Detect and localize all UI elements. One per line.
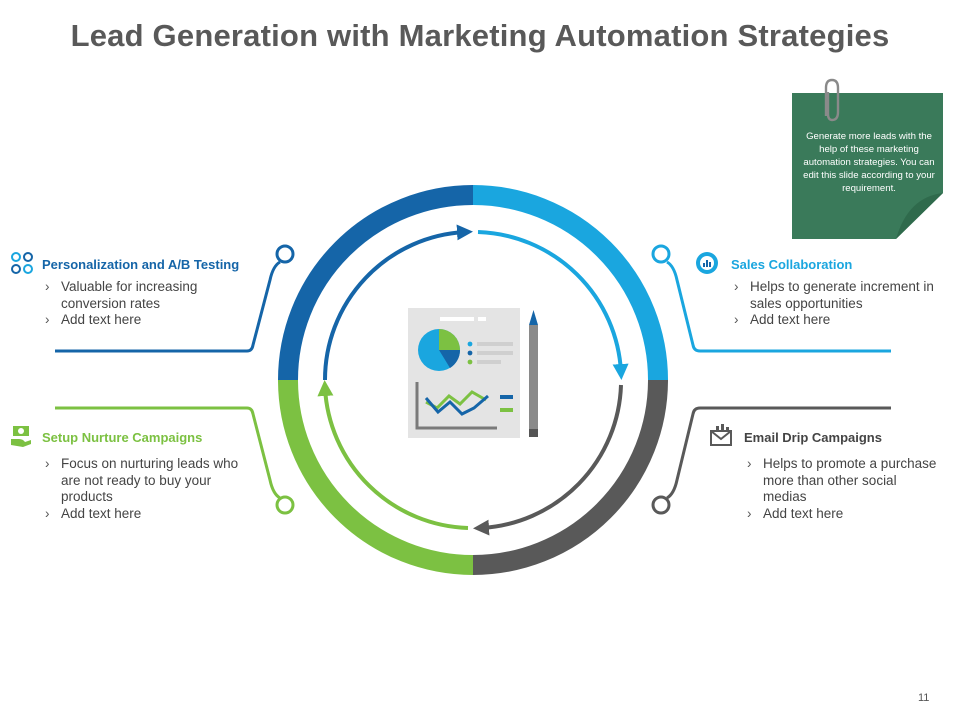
inner-arrow-blue xyxy=(322,224,473,381)
inner-arrow-green xyxy=(317,380,469,530)
connector-node-gray xyxy=(651,495,671,515)
report-pencil-icon xyxy=(408,308,538,438)
bullet-item: Helps to generate increment in sales opp… xyxy=(731,279,936,312)
bullets-personalization: Valuable for increasing conversion rates… xyxy=(42,279,242,329)
bullets-nurture-campaigns: Focus on nurturing leads who are not rea… xyxy=(42,456,242,522)
bullet-item: Focus on nurturing leads who are not rea… xyxy=(42,456,242,506)
ring-segment-green xyxy=(278,379,474,575)
inner-arrow-sky xyxy=(477,230,629,380)
inner-arrow-gray xyxy=(473,384,623,536)
connector-gray xyxy=(666,406,891,500)
bullet-item: Add text here xyxy=(744,506,939,523)
gears-icon xyxy=(11,252,33,274)
bullets-email-drip: Helps to promote a purchase more than ot… xyxy=(744,456,939,522)
bullet-item: Add text here xyxy=(42,312,242,329)
bullet-item: Helps to promote a purchase more than ot… xyxy=(744,456,939,506)
ring-segment-blue xyxy=(278,185,474,381)
page-number: 11 xyxy=(918,692,930,704)
heading-nurture-campaigns: Setup Nurture Campaigns xyxy=(42,430,203,445)
sticky-note xyxy=(792,93,943,239)
paperclip-icon xyxy=(824,78,840,122)
connector-node-blue xyxy=(275,244,295,264)
chart-badge-icon xyxy=(696,252,718,274)
connector-node-sky xyxy=(651,244,671,264)
bullet-item: Add text here xyxy=(731,312,936,329)
bullet-item: Add text here xyxy=(42,506,242,523)
slide-title: Lead Generation with Marketing Automatio… xyxy=(70,18,890,53)
ring-segment-sky xyxy=(472,185,668,381)
sticky-note-text: Generate more leads with the help of the… xyxy=(803,131,935,194)
connector-green xyxy=(55,406,281,500)
heading-sales-collaboration: Sales Collaboration xyxy=(731,257,853,272)
bullets-sales-collaboration: Helps to generate increment in sales opp… xyxy=(731,279,936,329)
heading-email-drip: Email Drip Campaigns xyxy=(744,430,882,445)
money-hand-icon xyxy=(11,426,31,447)
connector-sky xyxy=(666,260,891,353)
bullet-item: Valuable for increasing conversion rates xyxy=(42,279,242,312)
ring-segment-gray xyxy=(472,379,668,575)
mail-chart-icon xyxy=(710,424,732,446)
connector-node-green xyxy=(275,495,295,515)
connector-blue xyxy=(55,260,281,353)
heading-personalization: Personalization and A/B Testing xyxy=(42,257,240,272)
